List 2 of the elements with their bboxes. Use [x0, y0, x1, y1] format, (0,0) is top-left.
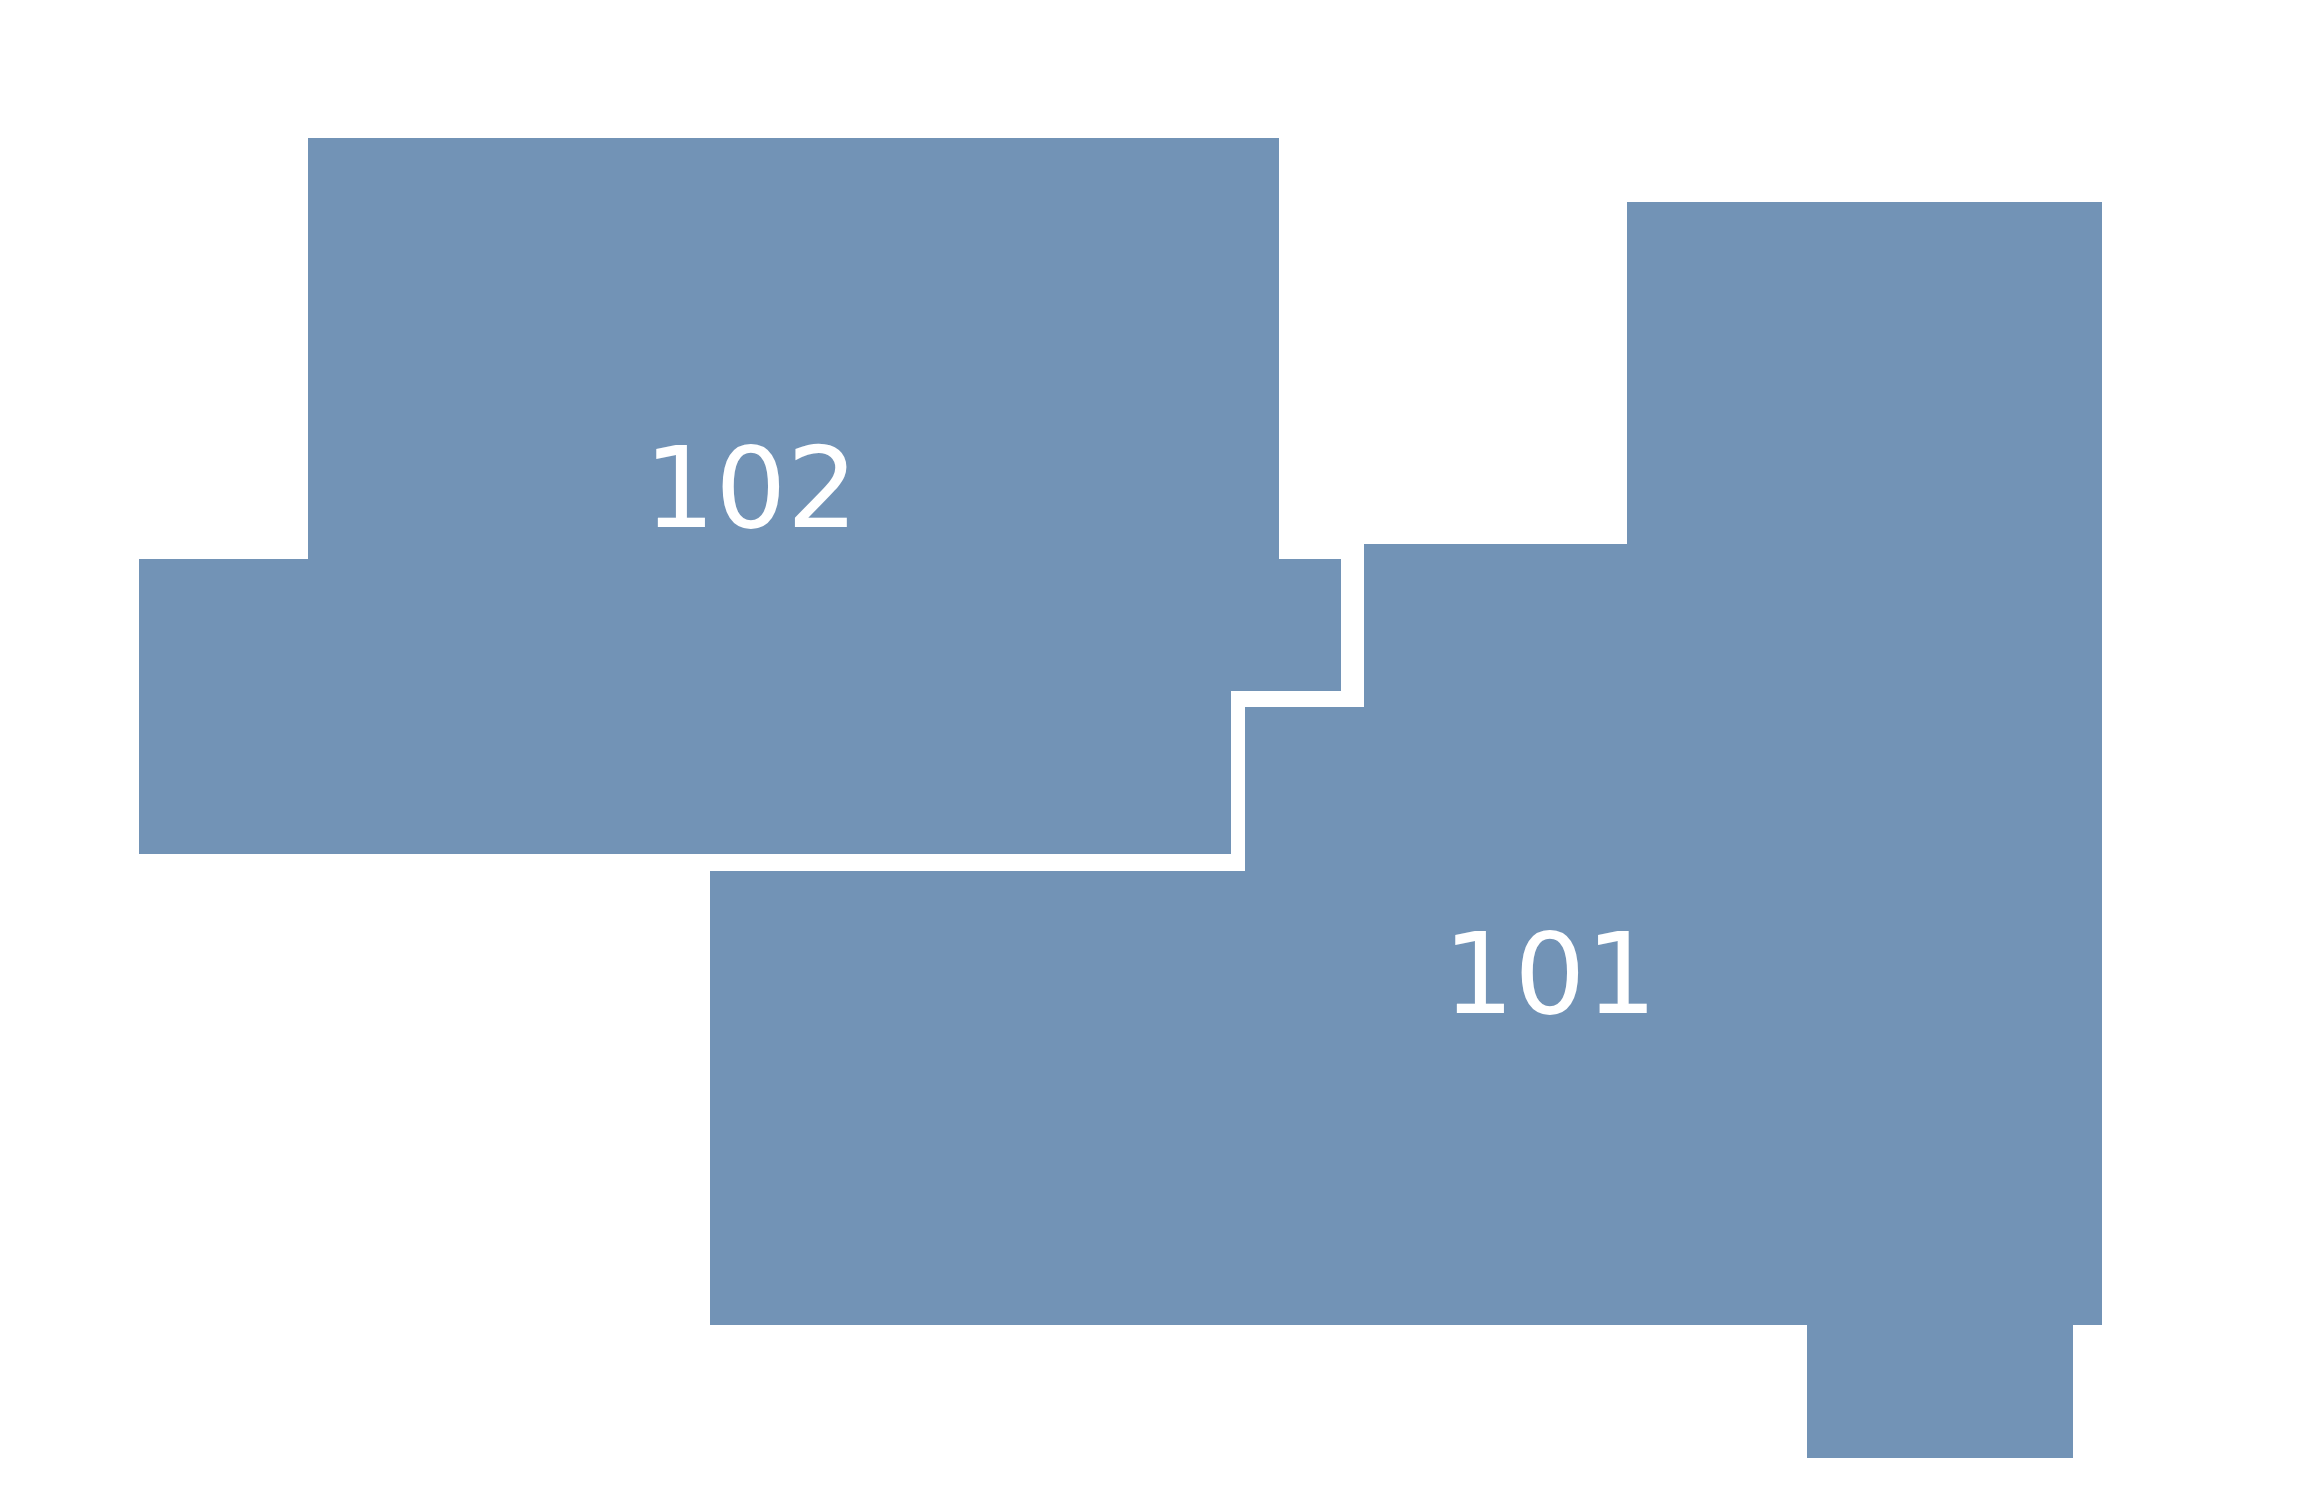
room-number: 102: [644, 432, 858, 544]
room-number: 101: [1443, 918, 1657, 1030]
